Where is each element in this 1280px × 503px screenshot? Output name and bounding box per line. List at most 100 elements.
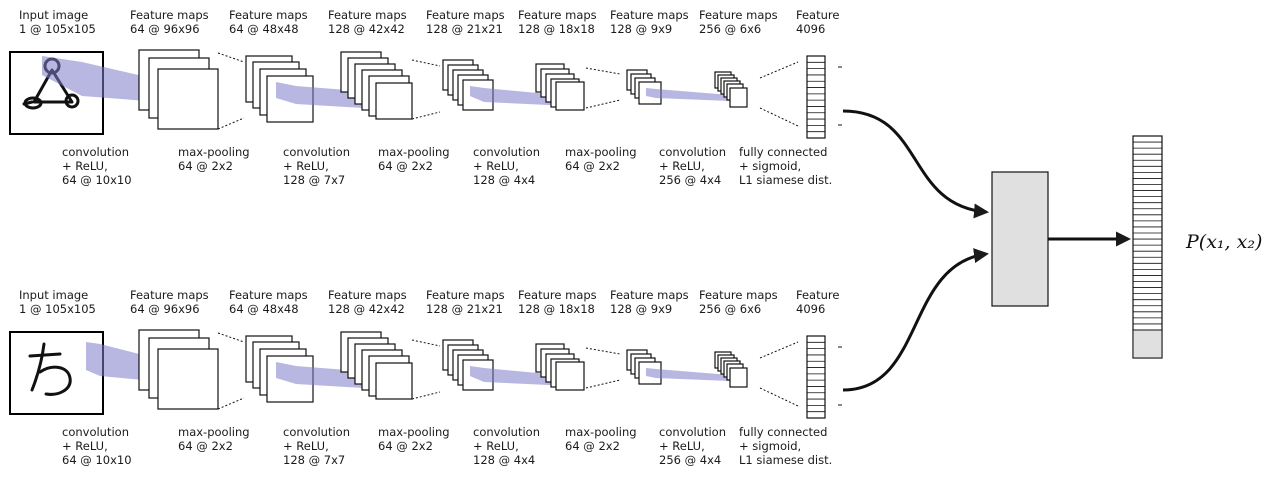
- connection-dotted-line: [217, 397, 245, 410]
- op-label-line: convolution: [659, 425, 726, 439]
- header-label-title: Feature maps: [229, 8, 308, 22]
- op-label-line: max-pooling: [178, 145, 250, 159]
- header-label-value: 128 @ 21x21: [426, 22, 503, 36]
- header-labels: Input image 1 @ 105x105 Feature maps 64 …: [19, 288, 839, 316]
- op-label-line: max-pooling: [178, 425, 250, 439]
- header-label-title: Feature maps: [518, 288, 597, 302]
- op-label-line: 64 @ 2x2: [565, 439, 620, 453]
- connection-dotted-line: [585, 67, 621, 75]
- header-label-title: Feature: [796, 288, 839, 302]
- connection-dotted-line: [411, 111, 441, 120]
- header-label-value: 4096: [796, 302, 825, 316]
- connection-dotted-line: [217, 117, 245, 130]
- connection-dotted-line: [217, 52, 245, 63]
- connection-dotted-line: [585, 379, 621, 389]
- header-label-value: 128 @ 42x42: [328, 302, 405, 316]
- feature-vector-4096: [806, 335, 826, 419]
- op-label-line: + sigmoid,: [739, 439, 801, 453]
- header-label-title: Feature maps: [426, 288, 505, 302]
- output-vector: [1132, 135, 1163, 359]
- connector-arrow-bottom: [842, 248, 989, 392]
- header-label-title: Feature: [796, 8, 839, 22]
- connection-dotted-line: [759, 341, 799, 359]
- op-label-line: convolution: [473, 145, 540, 159]
- header-label-value: 1 @ 105x105: [19, 22, 96, 36]
- feature-map-stack: [442, 59, 494, 111]
- connection-dotted-line: [759, 107, 799, 127]
- header-label-title: Feature maps: [610, 8, 689, 22]
- l1-distance-box: [991, 171, 1049, 307]
- feature-map-stack: [535, 63, 585, 111]
- connection-dotted-line: [411, 391, 441, 400]
- connection-dotted-line: [585, 99, 621, 109]
- connection-dotted-line: [411, 59, 441, 67]
- header-label-value: 128 @ 42x42: [328, 22, 405, 36]
- feature-map-stack: [626, 349, 662, 385]
- op-label-line: 64 @ 2x2: [378, 159, 433, 173]
- op-label-line: convolution: [659, 145, 726, 159]
- op-label-line: fully connected: [739, 425, 827, 439]
- header-label-title: Input image: [19, 288, 88, 302]
- op-label-line: + ReLU,: [283, 159, 329, 173]
- network-bottom: Input image 1 @ 105x105 Feature maps 64 …: [9, 288, 842, 467]
- op-label-line: 64 @ 10x10: [62, 173, 132, 187]
- op-label-line: L1 siamese dist.: [739, 453, 832, 467]
- header-label-value: 128 @ 18x18: [518, 302, 595, 316]
- header-label-title: Feature maps: [518, 8, 597, 22]
- header-label-value: 128 @ 9x9: [610, 22, 672, 36]
- header-label-title: Feature maps: [328, 8, 407, 22]
- header-label-value: 64 @ 48x48: [229, 302, 299, 316]
- op-label-line: + ReLU,: [659, 159, 705, 173]
- header-label-value: 4096: [796, 22, 825, 36]
- header-label-value: 256 @ 6x6: [699, 302, 761, 316]
- receptive-field-projection: [470, 86, 570, 106]
- feature-map-stack: [138, 49, 219, 130]
- receptive-field-projection: [470, 366, 570, 386]
- op-label-line: max-pooling: [565, 425, 637, 439]
- op-label-line: convolution: [473, 425, 540, 439]
- op-label-line: 128 @ 7x7: [283, 173, 345, 187]
- header-label-value: 1 @ 105x105: [19, 302, 96, 316]
- header-label-title: Feature maps: [229, 288, 308, 302]
- op-label-line: max-pooling: [378, 425, 450, 439]
- header-label-value: 128 @ 21x21: [426, 302, 503, 316]
- vector-frame: [1132, 135, 1163, 359]
- connection-dotted-line: [759, 387, 799, 407]
- op-label-line: L1 siamese dist.: [739, 173, 832, 187]
- operation-labels: convolution + ReLU, 64 @ 10x10 max-pooli…: [62, 145, 832, 187]
- feature-map-stack: [714, 351, 748, 388]
- header-label-value: 128 @ 9x9: [610, 302, 672, 316]
- op-label-line: 256 @ 4x4: [659, 453, 721, 467]
- op-label-line: + ReLU,: [62, 159, 108, 173]
- op-label-line: 64 @ 10x10: [62, 453, 132, 467]
- connection-dotted-line: [411, 339, 441, 347]
- op-label-line: 64 @ 2x2: [178, 159, 233, 173]
- op-label-line: convolution: [62, 145, 129, 159]
- header-label-value: 64 @ 96x96: [130, 302, 200, 316]
- output-probability-label: P(x₁, x₂): [1185, 231, 1262, 253]
- op-label-line: 64 @ 2x2: [178, 439, 233, 453]
- feature-map-stack: [714, 71, 748, 108]
- feature-map-stack: [340, 331, 413, 400]
- operation-labels: convolution + ReLU, 64 @ 10x10 max-pooli…: [62, 425, 832, 467]
- header-label-title: Feature maps: [610, 288, 689, 302]
- feature-map-stack: [138, 329, 219, 410]
- op-label-line: max-pooling: [565, 145, 637, 159]
- header-label-value: 128 @ 18x18: [518, 22, 595, 36]
- header-label-title: Feature maps: [130, 8, 209, 22]
- feature-map-stack: [340, 51, 413, 120]
- header-label-value: 64 @ 96x96: [130, 22, 200, 36]
- op-label-line: 64 @ 2x2: [565, 159, 620, 173]
- op-label-line: 128 @ 7x7: [283, 453, 345, 467]
- op-label-line: + ReLU,: [473, 439, 519, 453]
- connection-dotted-line: [585, 347, 621, 355]
- header-label-title: Feature maps: [328, 288, 407, 302]
- op-label-line: + ReLU,: [62, 439, 108, 453]
- header-labels: Input image 1 @ 105x105 Feature maps 64 …: [19, 8, 839, 36]
- header-label-title: Feature maps: [130, 288, 209, 302]
- header-label-title: Input image: [19, 8, 88, 22]
- op-label-line: convolution: [62, 425, 129, 439]
- hiragana-character-icon: [28, 342, 72, 396]
- op-label-line: + ReLU,: [659, 439, 705, 453]
